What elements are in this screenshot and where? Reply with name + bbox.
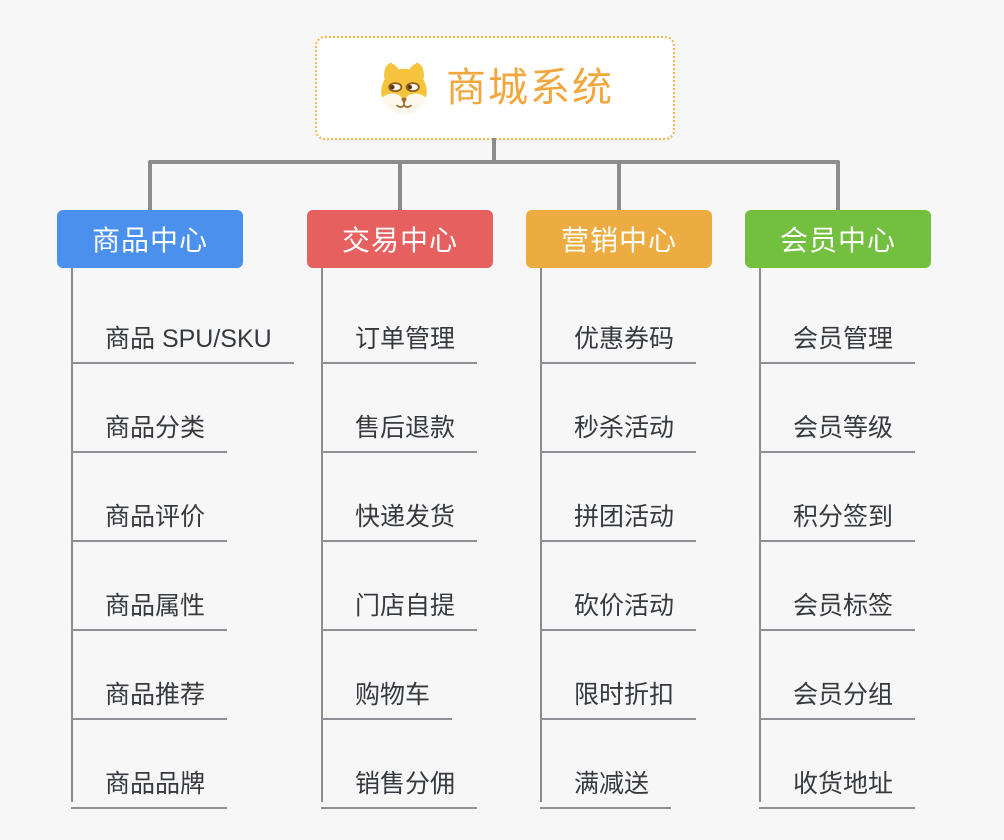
topic-item[interactable]: 优惠券码 <box>540 313 697 364</box>
topic-item[interactable]: 满减送 <box>540 758 672 809</box>
connector-branch-stub <box>836 162 840 210</box>
topic-item[interactable]: 会员等级 <box>759 402 916 453</box>
topic-item[interactable]: 售后退款 <box>321 402 478 453</box>
topic-item[interactable]: 砍价活动 <box>540 580 697 631</box>
topic-item[interactable]: 会员分组 <box>759 669 916 720</box>
topic-item[interactable]: 商品评价 <box>71 491 228 542</box>
topic-item[interactable]: 商品属性 <box>71 580 228 631</box>
topic-item[interactable]: 快递发货 <box>321 491 478 542</box>
connector-horizontal-bar <box>148 160 840 164</box>
topic-item[interactable]: 限时折扣 <box>540 669 697 720</box>
topic-item[interactable]: 商品 SPU/SKU <box>71 313 294 364</box>
shiba-dog-icon <box>381 62 427 115</box>
topic-item[interactable]: 会员管理 <box>759 313 916 364</box>
branch-trunk <box>71 268 73 802</box>
topic-item[interactable]: 购物车 <box>321 669 453 720</box>
connector-root-stub <box>492 138 496 162</box>
branch-trunk <box>759 268 761 802</box>
topic-item[interactable]: 订单管理 <box>321 313 478 364</box>
branch-trunk <box>321 268 323 802</box>
topic-item[interactable]: 商品推荐 <box>71 669 228 720</box>
branch-trunk <box>540 268 542 802</box>
connector-branch-stub <box>398 162 402 210</box>
root-title: 商城系统 <box>446 66 614 110</box>
topic-item[interactable]: 销售分佣 <box>321 758 478 809</box>
topic-item[interactable]: 拼团活动 <box>540 491 697 542</box>
topic-item[interactable]: 积分签到 <box>759 491 916 542</box>
topic-item[interactable]: 商品品牌 <box>71 758 228 809</box>
branch-header-marketing-center[interactable]: 营销中心 <box>526 210 712 268</box>
topic-item[interactable]: 收货地址 <box>759 758 916 809</box>
branch-header-product-center[interactable]: 商品中心 <box>57 210 243 268</box>
branch-header-member-center[interactable]: 会员中心 <box>745 210 931 268</box>
topic-item[interactable]: 门店自提 <box>321 580 478 631</box>
connector-branch-stub <box>617 162 621 210</box>
topic-item[interactable]: 会员标签 <box>759 580 916 631</box>
root-node[interactable]: 商城系统 <box>315 36 675 140</box>
topic-item[interactable]: 秒杀活动 <box>540 402 697 453</box>
connector-branch-stub <box>148 162 152 210</box>
branch-header-trade-center[interactable]: 交易中心 <box>307 210 493 268</box>
topic-item[interactable]: 商品分类 <box>71 402 228 453</box>
